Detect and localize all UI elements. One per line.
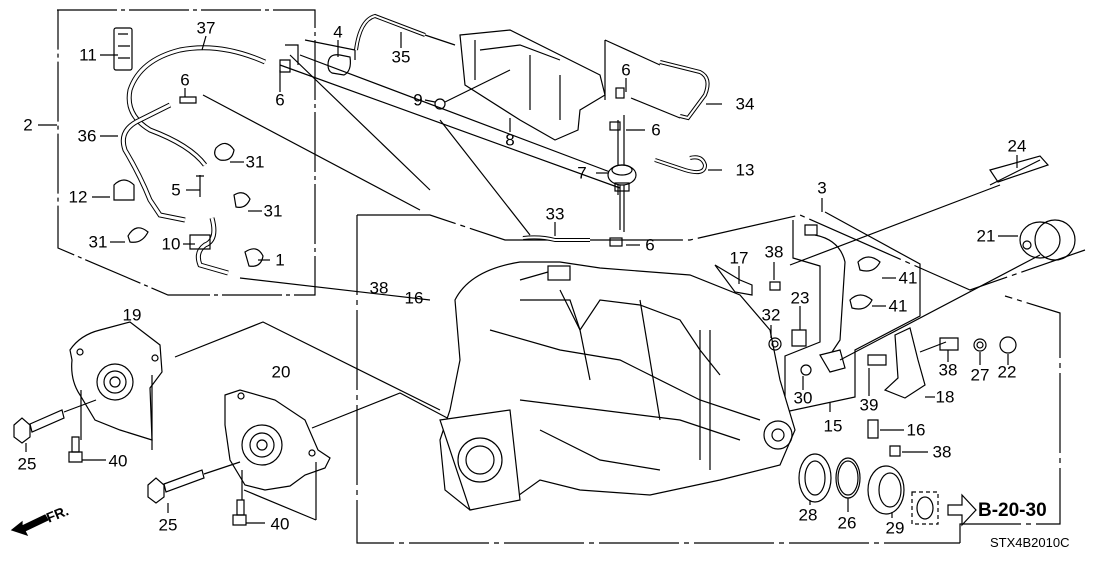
callout-17[interactable]: 17: [729, 248, 749, 268]
callout-1[interactable]: 1: [275, 250, 285, 270]
right-side-parts: [714, 155, 1076, 457]
hose-13-inner: [654, 156, 707, 174]
purge-valve-7: [607, 164, 637, 192]
clip-parts-group-2: [113, 27, 291, 267]
callout-22[interactable]: 22: [997, 362, 1017, 382]
callout-34[interactable]: 34: [735, 94, 755, 114]
callout-3[interactable]: 3: [817, 178, 827, 198]
main-assembly-frame: [356, 214, 1086, 544]
callout-10[interactable]: 10: [161, 234, 181, 254]
callout-7[interactable]: 7: [577, 163, 587, 183]
callout-41b[interactable]: 41: [888, 296, 908, 316]
seals-bottom-right: [798, 453, 939, 525]
callout-31c[interactable]: 31: [88, 232, 108, 252]
callout-31a[interactable]: 31: [245, 152, 265, 172]
reference-b-20-30[interactable]: B-20-30: [978, 500, 1047, 521]
callout-21[interactable]: 21: [976, 226, 996, 246]
callout-38b[interactable]: 38: [764, 242, 784, 262]
hose-37-inner: [127, 46, 266, 166]
callout-4[interactable]: 4: [333, 22, 343, 42]
callout-6d[interactable]: 6: [651, 120, 661, 140]
hose-33-inner: [522, 236, 590, 241]
callout-37[interactable]: 37: [196, 18, 216, 38]
callout-6a[interactable]: 6: [180, 70, 190, 90]
callout-25b[interactable]: 25: [158, 515, 178, 535]
callout-38d[interactable]: 38: [932, 442, 952, 462]
callout-9[interactable]: 9: [413, 90, 423, 110]
callout-16a[interactable]: 16: [404, 288, 424, 308]
grommet-4: [327, 40, 351, 76]
callout-29[interactable]: 29: [885, 518, 905, 538]
hose-34-inner: [659, 61, 709, 120]
differential-body: [439, 261, 796, 511]
bolt-40b: [232, 499, 265, 526]
callout-41a[interactable]: 41: [898, 268, 918, 288]
callout-33[interactable]: 33: [545, 204, 565, 224]
callout-6b[interactable]: 6: [275, 90, 285, 110]
callout-26[interactable]: 26: [837, 513, 857, 533]
callout-36[interactable]: 36: [77, 126, 97, 146]
callout-6e[interactable]: 6: [645, 235, 655, 255]
mount-19-linework: [69, 321, 441, 450]
callout-35[interactable]: 35: [391, 47, 411, 67]
callout-13[interactable]: 13: [735, 160, 755, 180]
callout-16b[interactable]: 16: [906, 420, 926, 440]
callout-30[interactable]: 30: [793, 388, 813, 408]
callout-39[interactable]: 39: [859, 395, 879, 415]
bolt-9: [424, 69, 511, 110]
callout-28[interactable]: 28: [798, 505, 818, 525]
callout-5[interactable]: 5: [171, 180, 181, 200]
callout-38c[interactable]: 38: [938, 360, 958, 380]
callout-25a[interactable]: 25: [17, 454, 37, 474]
leader-35b: [424, 34, 456, 46]
leaders-group-2: [92, 35, 431, 301]
drawing-code: STX4B2010C: [990, 535, 1070, 550]
callout-40a[interactable]: 40: [108, 451, 128, 471]
callout-15[interactable]: 15: [823, 416, 843, 436]
front-arrow: [10, 514, 49, 537]
tee-fittings-6: [609, 87, 625, 247]
callout-23[interactable]: 23: [790, 288, 810, 308]
hose-34: [659, 60, 710, 121]
callout-40b[interactable]: 40: [270, 514, 290, 534]
callout-38a[interactable]: 38: [369, 278, 389, 298]
callout-6c[interactable]: 6: [621, 60, 631, 80]
callout-20[interactable]: 20: [271, 362, 291, 382]
callout-24[interactable]: 24: [1007, 136, 1027, 156]
callout-27[interactable]: 27: [970, 365, 990, 385]
callout-11[interactable]: 11: [79, 45, 97, 65]
hose-13: [654, 155, 708, 175]
callout-12[interactable]: 12: [68, 187, 88, 207]
bolt-40a: [68, 436, 106, 463]
hose-35-inner: [355, 14, 426, 51]
bolt-25b: [147, 461, 241, 513]
canister-8: [459, 29, 606, 141]
hose-36-inner: [121, 103, 229, 275]
reference-arrow: [947, 493, 977, 527]
callout-8[interactable]: 8: [505, 130, 515, 150]
mount-20-linework: [224, 389, 471, 521]
leaders-canister: [279, 39, 722, 246]
group-2-frame: [38, 9, 316, 296]
callout-32[interactable]: 32: [761, 305, 781, 325]
callout-19[interactable]: 19: [122, 305, 142, 325]
callout-18[interactable]: 18: [935, 387, 955, 407]
callout-31b[interactable]: 31: [263, 201, 283, 221]
bolt-25a: [13, 399, 97, 452]
callout-2[interactable]: 2: [23, 115, 33, 135]
